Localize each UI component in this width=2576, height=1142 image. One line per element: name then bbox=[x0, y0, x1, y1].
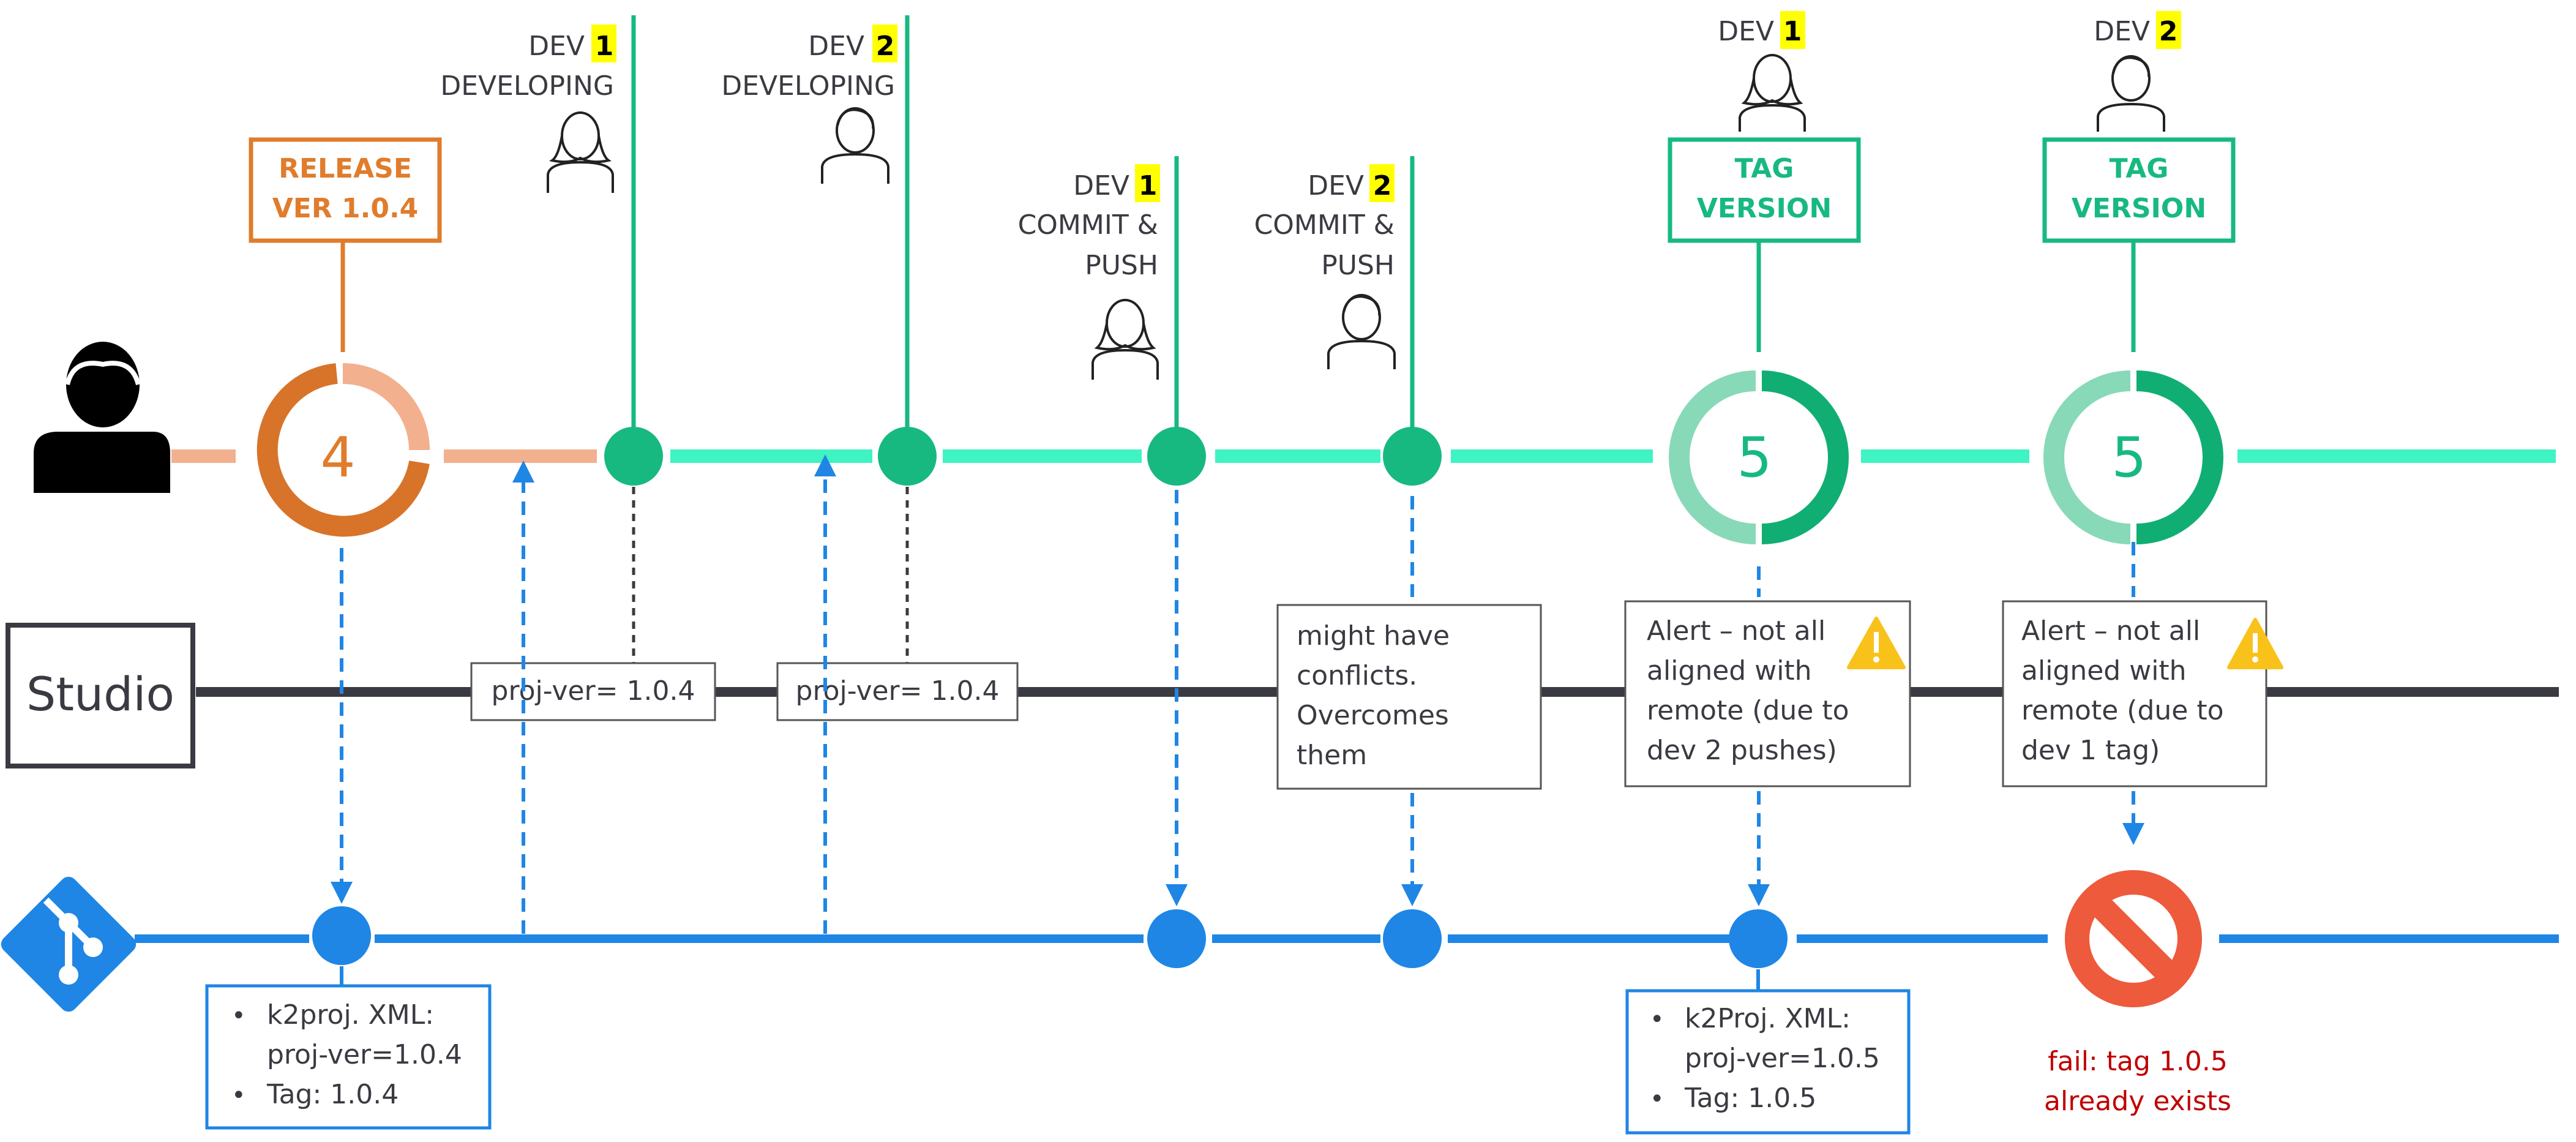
user-silhouette-icon bbox=[34, 342, 170, 493]
female-user-icon bbox=[1739, 54, 1806, 132]
dev2-developing-label: DEV 2 DEVELOPING bbox=[721, 24, 897, 102]
dev2-tag-dev: DEV bbox=[2094, 16, 2150, 47]
proj-ver-text-1: proj-ver= 1.0.4 bbox=[492, 675, 695, 707]
conflicts-note-box bbox=[1276, 604, 1542, 790]
alert2-line2: aligned with bbox=[2021, 655, 2187, 686]
fail-note-line2: already exists bbox=[2044, 1086, 2231, 1117]
release-label-line2: VER 1.0.4 bbox=[272, 193, 419, 224]
git-info-box-2 bbox=[1625, 989, 1911, 1135]
conflicts-note-line2: conflicts. bbox=[1297, 660, 1417, 691]
alert1-line1: Alert – not all bbox=[1647, 615, 1825, 647]
dev1-developing-node bbox=[604, 427, 663, 486]
male-user-icon bbox=[821, 107, 889, 184]
dev2-tag-line1: TAG bbox=[2110, 153, 2169, 184]
git-node-dev1-push bbox=[1147, 909, 1206, 968]
dev1-commit-node bbox=[1147, 427, 1206, 486]
dev1-commit-line2: PUSH bbox=[1085, 250, 1158, 281]
dev2-tag-line2: VERSION bbox=[2072, 193, 2206, 224]
dev2-commit-line1: COMMIT & bbox=[1254, 209, 1395, 241]
conflicts-note-line3: Overcomes bbox=[1297, 700, 1449, 731]
git-info-1-bullet2: • bbox=[231, 1081, 246, 1110]
dev1-commit-dev: DEV bbox=[1073, 170, 1129, 201]
male-user-icon bbox=[2097, 55, 2165, 132]
fail-note-line1: fail: tag 1.0.5 bbox=[2048, 1046, 2228, 1077]
dev1-tag-line1: TAG bbox=[1735, 153, 1794, 184]
warning-icon bbox=[2227, 618, 2283, 669]
studio-box bbox=[6, 623, 195, 768]
git-node-dev2-push bbox=[1383, 909, 1442, 968]
git-info-2-bullet1: • bbox=[1650, 1005, 1664, 1034]
release-box: RELEASE VER 1.0.4 bbox=[249, 137, 442, 243]
prohibited-icon bbox=[2065, 870, 2202, 1007]
git-info-1-item1-line2: proj-ver=1.0.4 bbox=[267, 1039, 462, 1070]
dev1-developing-dev: DEV bbox=[528, 31, 585, 62]
dev2-developing-action: DEVELOPING bbox=[721, 70, 895, 102]
conflicts-note-line1: might have bbox=[1297, 620, 1450, 652]
git-logo-icon bbox=[1, 876, 137, 1012]
git-info-2-bullet2: • bbox=[1650, 1085, 1664, 1113]
dev1-tag-box bbox=[1668, 137, 1861, 243]
dev1-developing-action: DEVELOPING bbox=[440, 70, 614, 102]
dev1-developing-label: DEV 1 DEVELOPING bbox=[440, 24, 616, 102]
git-info-2-item2: Tag: 1.0.5 bbox=[1684, 1083, 1816, 1114]
dev1-tag-num: 1 bbox=[1783, 16, 1802, 47]
studio-label: Studio bbox=[26, 667, 174, 721]
dev1-developing-num: 1 bbox=[595, 31, 614, 62]
dev2-tag-version-digit: 5 bbox=[2111, 426, 2146, 490]
dev2-developing-num: 2 bbox=[876, 31, 895, 62]
dev2-tag-box bbox=[2042, 137, 2236, 243]
female-user-icon bbox=[547, 111, 614, 193]
alert2-line4: dev 1 tag) bbox=[2021, 735, 2160, 766]
dev2-commit-num: 2 bbox=[1373, 170, 1392, 201]
git-node-tag-1.0.5 bbox=[1729, 909, 1788, 968]
git-info-2-item1-line2: proj-ver=1.0.5 bbox=[1685, 1043, 1880, 1074]
alert2-line1: Alert – not all bbox=[2021, 615, 2200, 647]
dev2-tag-num: 2 bbox=[2159, 16, 2178, 47]
dev2-tag-version-ring: 5 bbox=[2043, 370, 2223, 544]
dev2-developing-dev: DEV bbox=[808, 31, 864, 62]
dev1-commit-label: DEV 1 COMMIT & PUSH bbox=[1018, 164, 1160, 281]
alert2-box bbox=[2002, 600, 2267, 787]
alert1-line2: aligned with bbox=[1647, 655, 1812, 686]
git-node-release bbox=[312, 906, 371, 965]
git-info-box-1 bbox=[205, 984, 492, 1130]
dev2-developing-node bbox=[878, 427, 937, 486]
conflicts-note-line4: them bbox=[1297, 740, 1367, 771]
proj-ver-box-1 bbox=[470, 662, 716, 721]
release-version-ring: 4 bbox=[256, 363, 430, 537]
dev2-commit-line2: PUSH bbox=[1321, 250, 1395, 281]
warning-icon bbox=[1847, 617, 1906, 669]
dev2-commit-label: DEV 2 COMMIT & PUSH bbox=[1254, 164, 1395, 281]
dev1-tag-version-ring: 5 bbox=[1669, 370, 1849, 544]
proj-ver-box-2 bbox=[776, 662, 1019, 721]
git-info-2-item1-line1: k2Proj. XML: bbox=[1685, 1003, 1851, 1034]
git-flow-arrows bbox=[331, 454, 2144, 934]
release-label-line1: RELEASE bbox=[279, 153, 412, 184]
alert1-line4: dev 2 pushes) bbox=[1647, 735, 1837, 766]
male-user-icon bbox=[1327, 294, 1396, 369]
dev2-commit-node bbox=[1383, 427, 1442, 486]
dev2-commit-dev: DEV bbox=[1308, 170, 1364, 201]
alert1-box bbox=[1624, 600, 1911, 787]
dev1-commit-num: 1 bbox=[1139, 170, 1158, 201]
dev1-commit-line1: COMMIT & bbox=[1018, 209, 1158, 241]
female-user-icon bbox=[1091, 299, 1159, 380]
proj-ver-text-2: proj-ver= 1.0.4 bbox=[796, 675, 1000, 707]
git-info-1-item2: Tag: 1.0.4 bbox=[266, 1079, 399, 1110]
alert2-line3: remote (due to bbox=[2021, 695, 2224, 726]
dev1-tag-label: DEV 1 bbox=[1718, 11, 1805, 49]
dev1-tag-line2: VERSION bbox=[1697, 193, 1832, 224]
release-version-digit: 4 bbox=[320, 426, 355, 490]
dev1-tag-dev: DEV bbox=[1718, 16, 1774, 47]
git-info-1-item1-line1: k2proj. XML: bbox=[267, 999, 434, 1031]
dev2-tag-label: DEV 2 bbox=[2094, 11, 2181, 49]
dev1-tag-version-digit: 5 bbox=[1737, 426, 1772, 490]
alert1-line3: remote (due to bbox=[1647, 695, 1849, 726]
git-info-1-bullet1: • bbox=[231, 1002, 246, 1030]
